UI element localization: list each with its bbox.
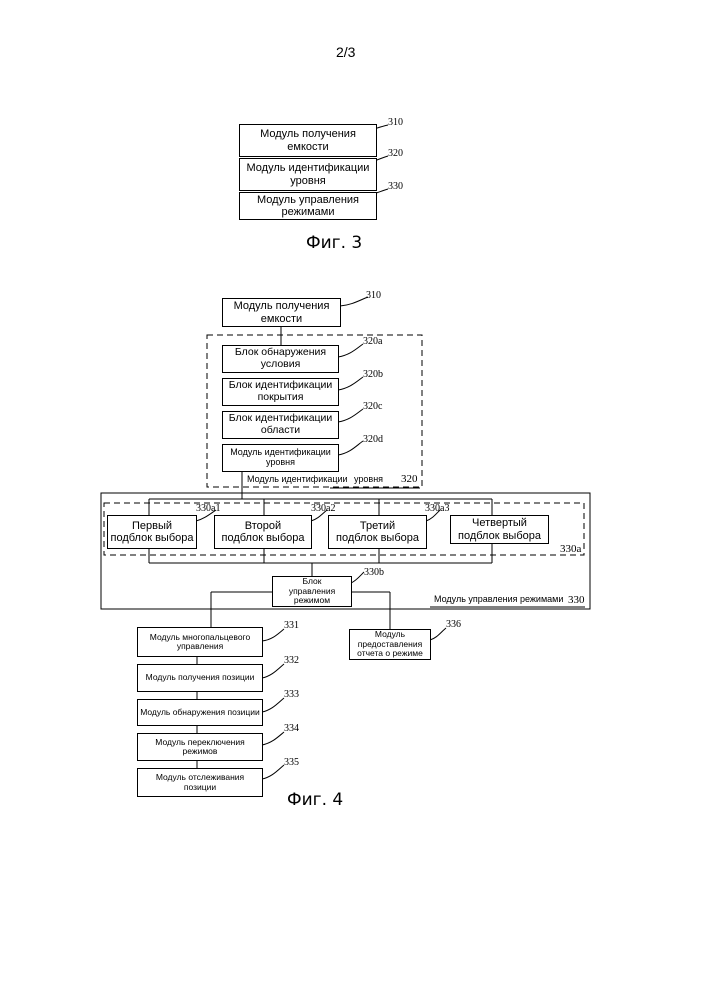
coverage-identification-block: Блок идентификации покрытия (222, 378, 339, 406)
ref-320d: 320d (363, 434, 383, 445)
multi-finger-control-module: Модуль многопальцевого управления (137, 627, 263, 657)
level-group-label-2: уровня (354, 474, 383, 484)
first-selection-subblock: Первый подблок выбора (107, 515, 197, 549)
ref-320a: 320a (363, 336, 382, 347)
ref-320: 320 (401, 473, 418, 485)
mode-control-block: Блок управления режимом (272, 576, 352, 607)
ref-333: 333 (284, 689, 299, 700)
ref-332: 332 (284, 655, 299, 666)
position-detection-module: Модуль обнаружения позиции (137, 699, 263, 726)
position-acquisition-module: Модуль получения позиции (137, 664, 263, 692)
level-group-label: Модуль идентификации (247, 474, 348, 484)
fig3-caption: Фиг. 3 (306, 233, 362, 253)
second-selection-subblock: Второй подблок выбора (214, 515, 312, 549)
fig3-ref-310: 310 (388, 117, 403, 128)
page-number: 2/3 (336, 44, 355, 60)
fig3-ref-330: 330 (388, 181, 403, 192)
ref-330a: 330a (560, 543, 581, 555)
fourth-selection-subblock: Четвертый подблок выбора (450, 515, 549, 544)
ref-334: 334 (284, 723, 299, 734)
mode-switching-module: Модуль переключения режимов (137, 733, 263, 761)
ref-335: 335 (284, 757, 299, 768)
ref-330b: 330b (364, 567, 384, 578)
mode-report-module: Модуль предоставления отчета о режиме (349, 629, 431, 660)
ref-336: 336 (446, 619, 461, 630)
area-identification-block: Блок идентификации области (222, 411, 339, 439)
fig4-ref-310: 310 (366, 290, 381, 301)
ref-320c: 320c (363, 401, 382, 412)
ref-331: 331 (284, 620, 299, 631)
ref-320b: 320b (363, 369, 383, 380)
position-tracking-module: Модуль отслеживания позиции (137, 768, 263, 797)
fig3-level-module: Модуль идентификации уровня (239, 158, 377, 191)
fig3-ref-320: 320 (388, 148, 403, 159)
third-selection-subblock: Третий подблок выбора (328, 515, 427, 549)
fig4-caption: Фиг. 4 (287, 790, 343, 810)
fig4-capacity-module: Модуль получения емкости (222, 298, 341, 327)
ref-330a3: 330a3 (425, 503, 449, 514)
ref-330a2: 330a2 (311, 503, 335, 514)
mode-module-label: Модуль управления режимами (434, 594, 563, 604)
fig3-capacity-module: Модуль получения емкости (239, 124, 377, 157)
level-identification-submodule: Модуль идентификации уровня (222, 444, 339, 472)
fig3-mode-module: Модуль управления режимами (239, 192, 377, 220)
condition-detection-block: Блок обнаружения условия (222, 345, 339, 373)
ref-330: 330 (568, 594, 585, 606)
ref-330a1: 330a1 (196, 503, 220, 514)
